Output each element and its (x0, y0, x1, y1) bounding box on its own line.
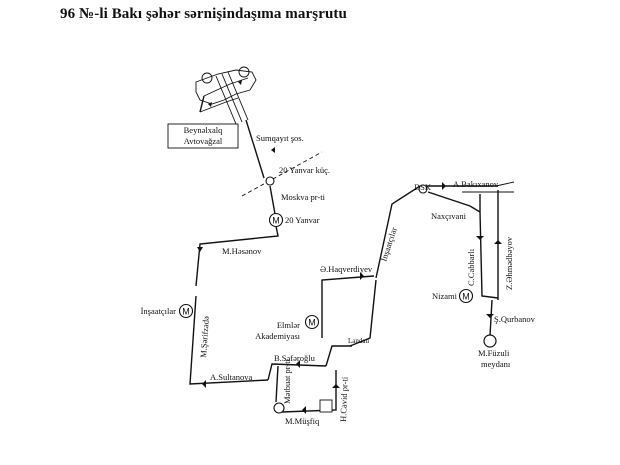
street-20-yanvar-kuc: 20 Yanvar küç. (279, 165, 330, 175)
street-cavid: H.Cavid pr-ti (338, 376, 350, 422)
street-mustfiq: M.Müşfiq (285, 416, 320, 426)
street-cabbarli: C.Cabbarlı (466, 248, 476, 286)
terminal-label-line1: Beynəlxalq (184, 125, 223, 135)
station-fuzuli-line1: M.Füzuli (478, 348, 510, 358)
terminal-fuzuli (483, 334, 497, 348)
street-dsk: DSK (414, 182, 432, 192)
street-naxcivani: Naxçıvani (431, 211, 467, 221)
street-matbuat: Mətbuat pr-ti (282, 358, 292, 404)
junction-dsk (418, 184, 428, 194)
route-path (189, 119, 515, 414)
street-haqverdiyev: Ə.Haqverdiyev (320, 264, 373, 274)
metro-insaatcilar: M İnşaatçılar (141, 303, 194, 319)
street-bakixanov: A.Bakıxanov (453, 179, 499, 189)
street-landau: Landau (348, 337, 369, 345)
metro-icon: M (308, 318, 316, 328)
metro-elmlar: M Elmlər Akademiyası (255, 314, 320, 341)
metro-nizami: M Nizami (432, 288, 474, 304)
terminal-label-line2: Avtovağzal (184, 136, 223, 146)
station-elmlar-line1: Elmlər (277, 320, 300, 330)
street-safaroglu: B.Səfəroğlu (274, 353, 316, 363)
junction-mustfiq (273, 402, 285, 414)
metro-icon: M (182, 307, 190, 317)
station-elmlar-line2: Akademiyası (255, 331, 300, 341)
station-insaatcilar: İnşaatçılar (141, 306, 177, 316)
metro-20-yanvar: M 20 Yanvar (268, 212, 320, 228)
street-sumqayit: Sumqayıt şos. (256, 133, 304, 143)
station-nizami: Nizami (432, 291, 458, 301)
station-20-yanvar: 20 Yanvar (285, 215, 320, 225)
terminal-loop (195, 66, 257, 125)
street-ahmadbayov: Z.Əhmədbəyov (504, 236, 514, 290)
street-sarifzada: M.Şərifzadə (198, 316, 211, 359)
metro-icon: M (462, 292, 470, 302)
street-sultanova: A.Sultanova (210, 372, 252, 382)
map-title: 96 №-li Bakı şəhər sərnişindaşıma marşru… (60, 6, 347, 22)
street-hasanov: M.Həsənov (222, 246, 262, 256)
junction-yanvar-kuc (265, 176, 275, 186)
street-moskva: Moskva pr-ti (281, 192, 326, 202)
terminal-box: Beynəlxalq Avtovağzal (167, 123, 239, 149)
street-qurbanov: Ş.Qurbanov (494, 314, 536, 324)
street-insaatcilar: İnşaatçılar (378, 226, 399, 263)
station-fuzuli-line2: meydanı (481, 359, 511, 369)
metro-icon: M (272, 216, 280, 226)
